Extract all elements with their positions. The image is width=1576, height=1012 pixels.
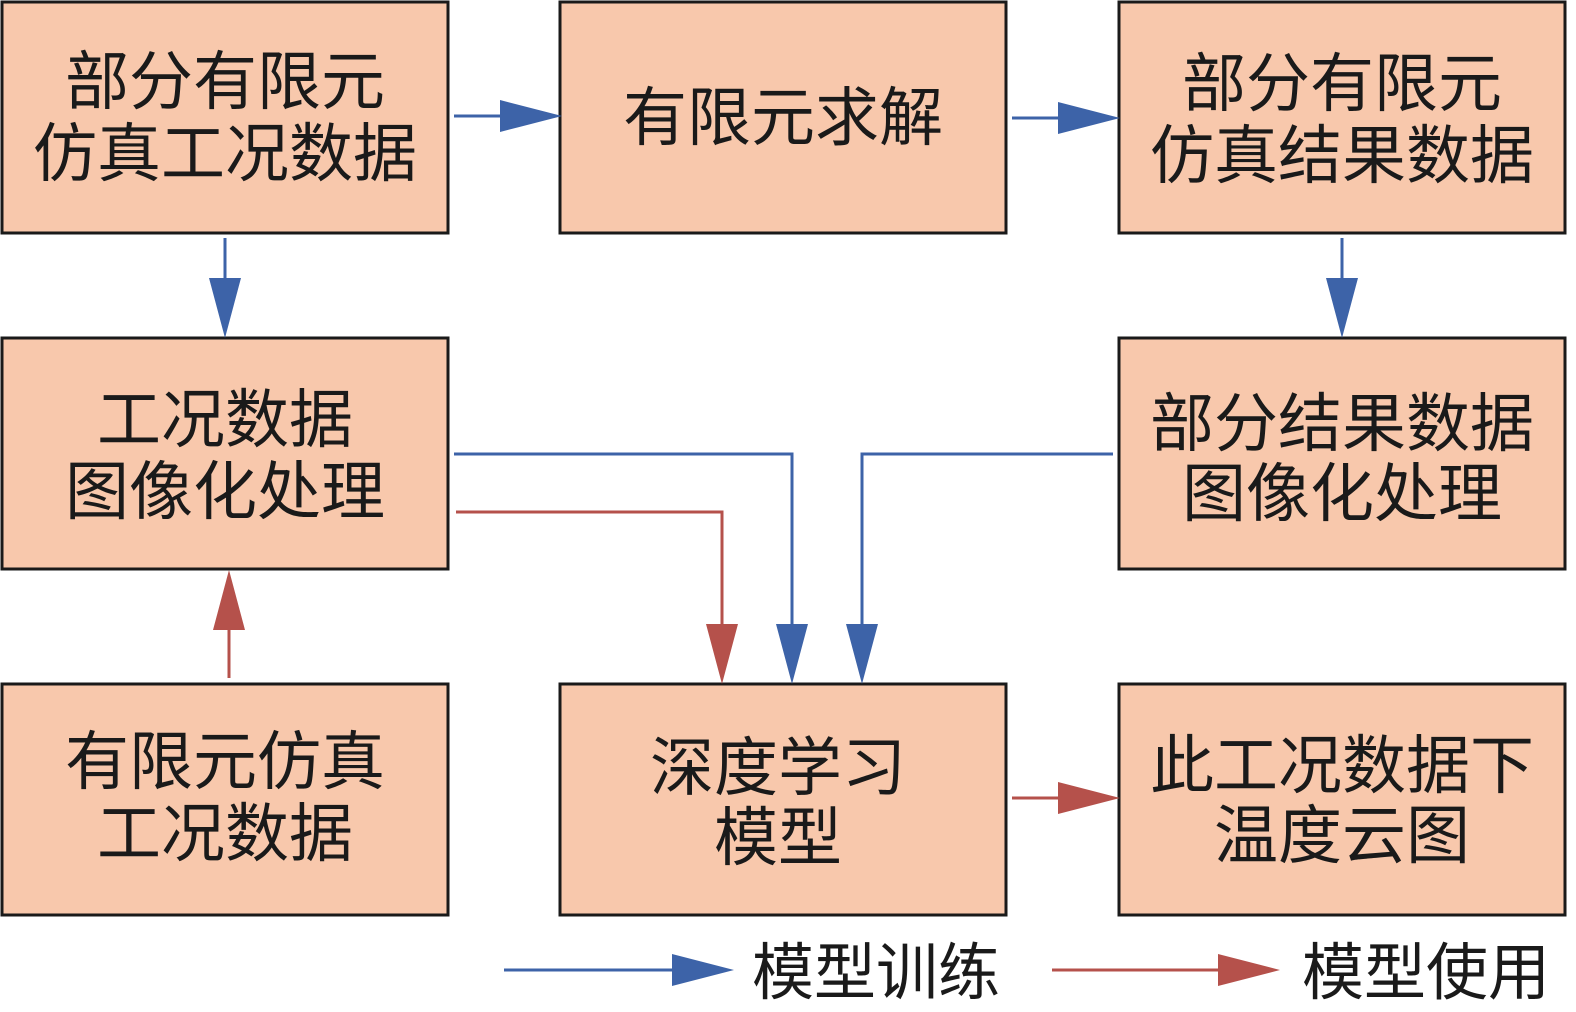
node-label-line1: 部分有限元 — [65, 46, 385, 120]
arrowhead-down-icon — [706, 624, 738, 684]
node-label-line1: 深度学习 — [650, 732, 906, 806]
node-result-imaging: 部分结果数据 图像化处理 — [1117, 336, 1567, 571]
edge-solve-to-results — [1012, 102, 1120, 134]
node-deep-learning-model: 深度学习 模型 — [558, 682, 1008, 917]
node-partial-fe-results: 部分有限元 仿真结果数据 — [1117, 0, 1567, 235]
node-temperature-cloud: 此工况数据下 温度云图 — [1117, 682, 1567, 917]
legend-training: 模型训练 — [504, 936, 1000, 1009]
edge-result-imaging-to-model — [846, 452, 1113, 684]
legend-label-usage: 模型使用 — [1302, 936, 1550, 1009]
node-label-line1: 此工况数据下 — [1150, 730, 1534, 804]
node-box — [558, 0, 1008, 235]
node-label-line2: 图像化处理 — [1182, 458, 1502, 532]
node-label-line2: 温度云图 — [1214, 800, 1470, 874]
edge-line — [456, 510, 724, 636]
legend-usage: 模型使用 — [1052, 936, 1550, 1009]
node-label-line2: 工况数据 — [97, 798, 353, 872]
arrowhead-down-icon — [846, 624, 878, 684]
arrowhead-down-icon — [209, 278, 241, 338]
node-fe-conditions: 有限元仿真 工况数据 — [0, 682, 450, 917]
arrowhead-up-icon — [213, 570, 245, 630]
node-fe-solve: 有限元求解 — [558, 0, 1008, 235]
node-box — [558, 682, 1008, 917]
node-box — [0, 0, 450, 235]
node-label-line2: 图像化处理 — [65, 456, 385, 530]
arrowhead-down-icon — [776, 624, 808, 684]
node-condition-imaging: 工况数据 图像化处理 — [0, 336, 450, 571]
node-label-line2: 仿真工况数据 — [33, 118, 417, 192]
edge-conditions-to-solve — [454, 100, 562, 132]
arrowhead-right-icon — [672, 954, 734, 986]
edge-results-to-imaging — [1326, 238, 1358, 338]
edge-conditions-to-imaging — [209, 238, 241, 338]
edge-condition-imaging-to-model-usage — [456, 510, 738, 684]
node-box — [0, 682, 450, 917]
node-label-line1: 有限元仿真 — [65, 726, 385, 800]
node-label-line2: 模型 — [714, 802, 842, 876]
node-partial-fe-conditions: 部分有限元 仿真工况数据 — [0, 0, 450, 235]
node-label-line1: 部分结果数据 — [1150, 388, 1534, 462]
edge-fe-conditions-to-imaging — [213, 570, 245, 678]
edge-model-to-temperature-cloud — [1012, 782, 1120, 814]
node-label-line2: 仿真结果数据 — [1150, 120, 1534, 194]
edge-condition-imaging-to-model-training — [454, 452, 808, 684]
node-label-line1: 部分有限元 — [1182, 48, 1502, 122]
arrowhead-right-icon — [500, 100, 562, 132]
edge-line — [860, 452, 1113, 636]
arrowhead-right-icon — [1218, 954, 1280, 986]
node-box — [1117, 682, 1567, 917]
edge-line — [454, 452, 794, 636]
arrowhead-right-icon — [1058, 782, 1120, 814]
node-box — [1117, 0, 1567, 235]
arrowhead-down-icon — [1326, 278, 1358, 338]
legend-label-training: 模型训练 — [752, 936, 1000, 1009]
node-box — [1117, 336, 1567, 571]
arrowhead-right-icon — [1058, 102, 1120, 134]
node-label-line1: 工况数据 — [97, 384, 353, 458]
node-label-line1: 有限元求解 — [623, 82, 943, 156]
node-box — [0, 336, 450, 571]
